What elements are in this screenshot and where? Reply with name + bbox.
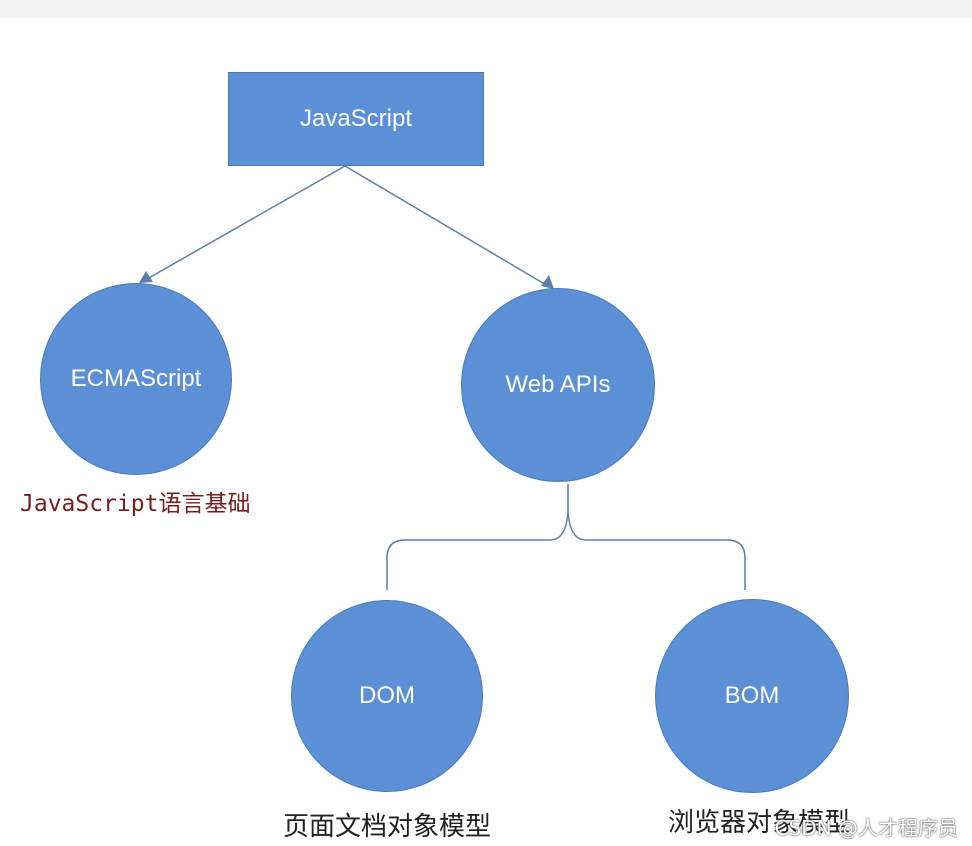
node-javascript: JavaScript [228, 72, 484, 166]
connector-root-webapis [344, 165, 554, 290]
caption-bom: 浏览器对象模型 [668, 808, 851, 838]
node-ecmascript-label: ECMAScript [70, 365, 202, 392]
node-webapis: Web APIs [461, 288, 655, 482]
node-dom-label: DOM [359, 682, 415, 709]
node-bom-label: BOM [724, 682, 780, 709]
caption-dom: 页面文档对象模型 [283, 812, 492, 842]
node-ecmascript: ECMAScript [40, 283, 232, 475]
watermark: CSDN @人才程序员 [774, 816, 958, 840]
connector-root-ecmascript [139, 165, 346, 284]
top-strip [0, 0, 972, 18]
node-dom: DOM [291, 600, 483, 792]
node-javascript-label: JavaScript [299, 105, 413, 132]
node-webapis-label: Web APIs [505, 371, 611, 398]
node-bom: BOM [655, 599, 849, 793]
arrowhead-webapis [541, 275, 554, 289]
arrowhead-ecmascript [139, 271, 153, 283]
caption-ecmascript: JavaScript语言基础 [20, 491, 251, 517]
brace-webapis-children [386, 484, 746, 590]
